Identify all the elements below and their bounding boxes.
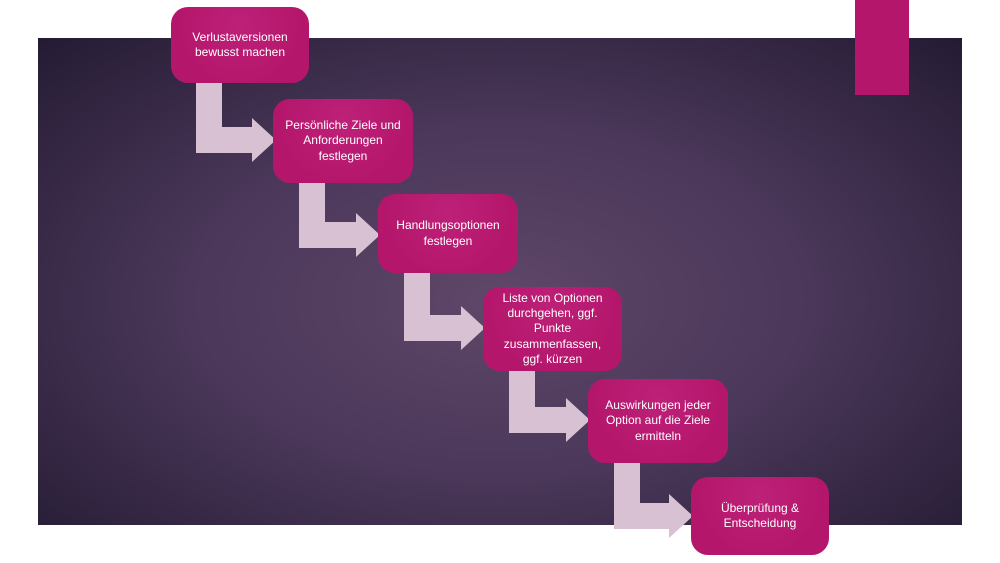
step-label: Überprüfung & Entscheidung — [720, 500, 800, 530]
step-label: Persönliche Ziele und Anforderungen fest… — [285, 117, 401, 163]
step-box-6: Überprüfung & Entscheidung — [691, 477, 829, 555]
elbow-arrow-4 — [509, 369, 590, 442]
step-box-4: Liste von Optionen durchgehen, ggf. Punk… — [483, 287, 622, 371]
elbow-arrow-5 — [614, 461, 693, 538]
step-box-3: Handlungsoptionen festlegen — [378, 194, 518, 273]
elbow-arrow-2 — [299, 181, 380, 257]
step-label: Handlungsoptionen festlegen — [396, 218, 500, 248]
step-label: Verlustaversionen bewusst machen — [192, 29, 288, 59]
step-box-2: Persönliche Ziele und Anforderungen fest… — [273, 99, 413, 183]
step-box-1: Verlustaversionen bewusst machen — [171, 7, 309, 83]
step-label: Liste von Optionen durchgehen, ggf. Punk… — [502, 290, 603, 367]
elbow-arrow-1 — [196, 80, 276, 162]
step-label: Auswirkungen jeder Option auf die Ziele … — [605, 397, 711, 443]
slide-background — [38, 38, 962, 525]
elbow-arrow-3 — [404, 271, 485, 350]
accent-bar — [855, 0, 909, 95]
step-box-5: Auswirkungen jeder Option auf die Ziele … — [588, 379, 728, 463]
